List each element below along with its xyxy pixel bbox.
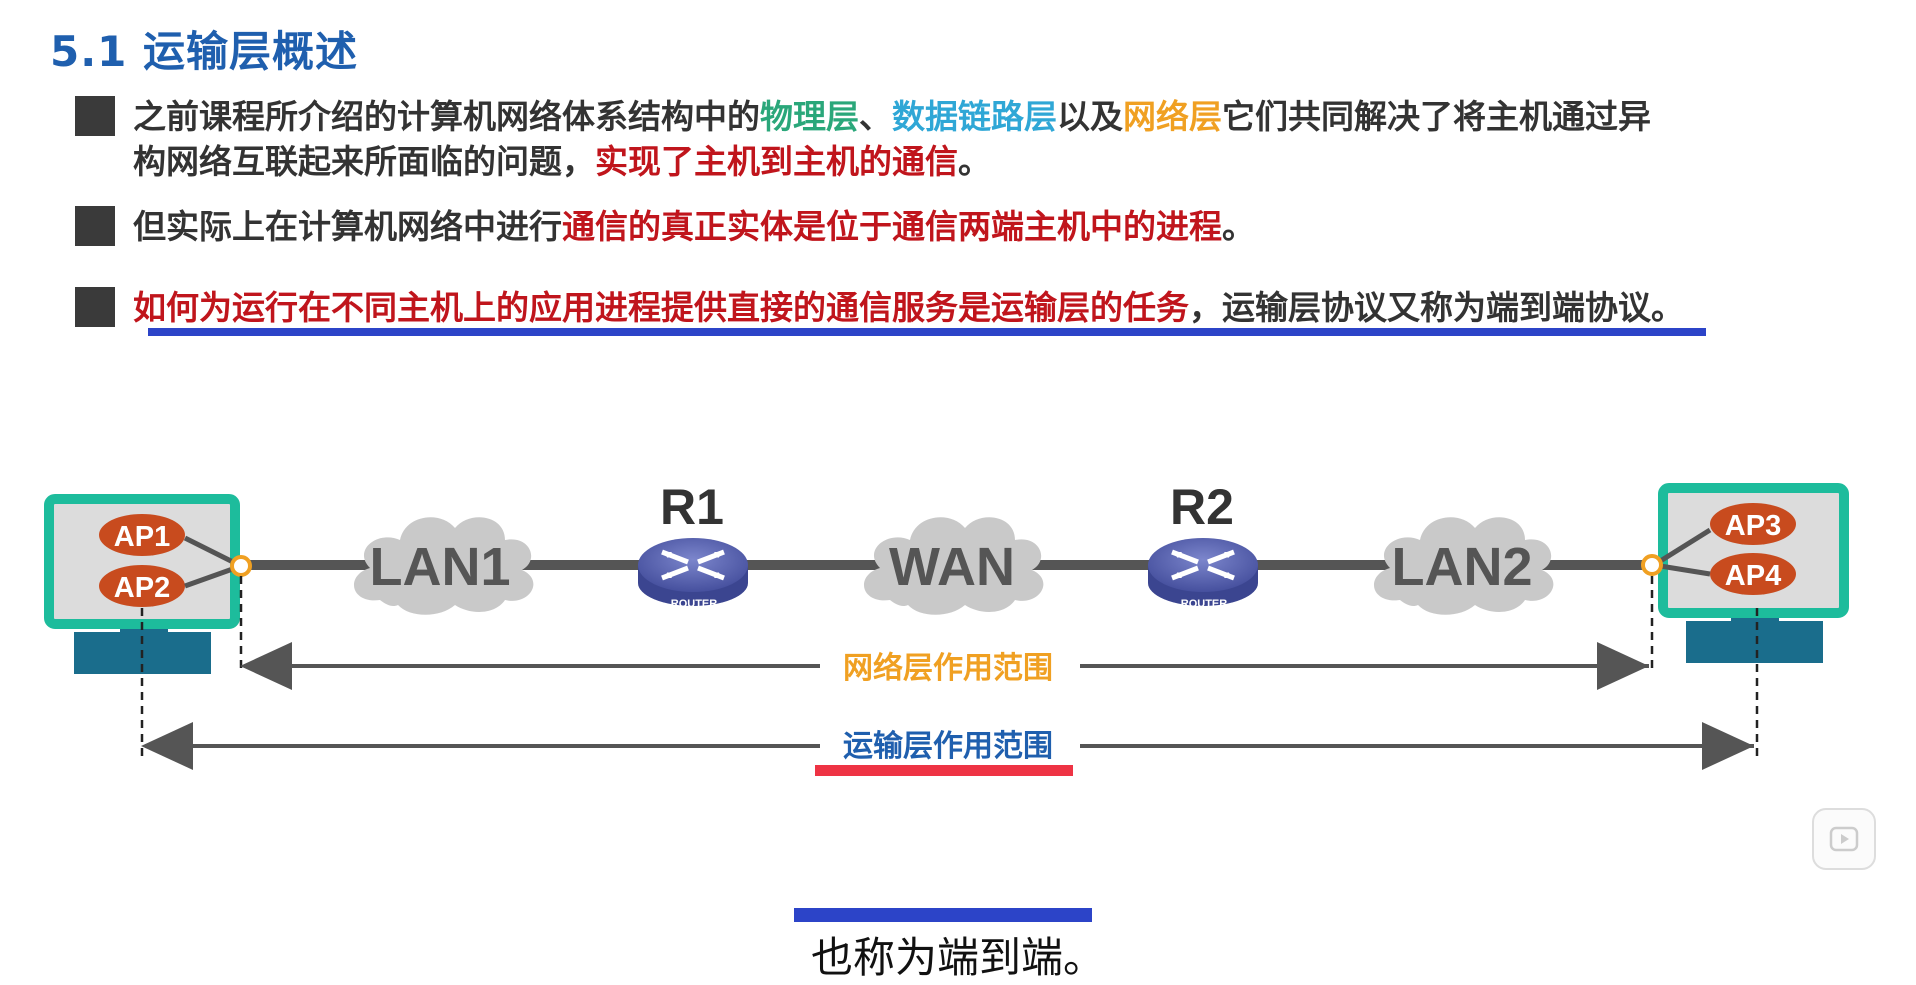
process-ap4: AP4 <box>1710 553 1796 595</box>
network-diagram: AP1 AP2 AP3 AP4 LAN1 WAN LAN2 R1 <box>44 479 1849 776</box>
router-r2-name: R2 <box>1170 479 1234 535</box>
highlight-transport-task: 如何为运行在不同主机上的应用进程提供直接的通信服务是运输层的任务 <box>133 288 1189 327</box>
text-segment: 但实际上在计算机网络中进行 <box>133 207 562 246</box>
play-icon <box>1829 826 1859 852</box>
process-ap1: AP1 <box>99 514 185 556</box>
cloud-icon-lan2: LAN2 <box>1373 517 1554 615</box>
cloud-icon-wan: WAN <box>863 517 1044 615</box>
text-segment: 它们共同解决了将主机通过异 <box>1222 97 1651 136</box>
left-port <box>230 555 252 577</box>
highlight-data-link-layer: 数据链路层 <box>892 97 1057 136</box>
bullet-underline <box>148 328 1706 336</box>
slide-title: 5.1 运输层概述 <box>50 27 359 76</box>
router-icon-r2: R2 ROUTER <box>1148 479 1258 610</box>
process-ap2: AP2 <box>99 565 185 607</box>
right-port <box>1641 554 1663 576</box>
bullet-text-2: 但实际上在计算机网络中进行通信的真正实体是位于通信两端主机中的进程。 <box>133 204 1713 249</box>
router-icon-r1: R1 ROUTER <box>638 479 748 610</box>
highlight-host-to-host: 实现了主机到主机的通信 <box>595 142 958 181</box>
text-segment: 构网络互联起来所面临的问题， <box>133 142 595 181</box>
right-host-computer-icon <box>1658 483 1849 663</box>
text-segment: 之前课程所介绍的计算机网络体系结构中的 <box>133 97 760 136</box>
bullet-marker <box>75 96 115 136</box>
bullet-marker <box>75 206 115 246</box>
text-segment: ，运输层协议又称为端到端协议。 <box>1189 288 1684 327</box>
text-segment: 、 <box>859 97 892 136</box>
network-scope-label: 网络层作用范围 <box>843 651 1053 686</box>
process-ap4-label: AP4 <box>1725 560 1781 592</box>
video-subtitle: 也称为端到端。 <box>810 933 1105 982</box>
text-segment: 以及 <box>1057 97 1123 136</box>
process-ap1-label: AP1 <box>114 521 170 553</box>
cloud-label-wan: WAN <box>889 537 1015 597</box>
subtitle-accent-bar <box>794 908 1092 922</box>
bullet-marker <box>75 287 115 327</box>
process-ap3-label: AP3 <box>1725 510 1781 542</box>
router-r2-caption: ROUTER <box>1181 598 1228 610</box>
cloud-label-lan2: LAN2 <box>1391 537 1532 597</box>
transport-scope-label: 运输层作用范围 <box>843 729 1053 764</box>
text-segment: 。 <box>958 142 991 181</box>
process-ap2-label: AP2 <box>114 572 170 604</box>
bullet-text-3: 如何为运行在不同主机上的应用进程提供直接的通信服务是运输层的任务，运输层协议又称… <box>133 285 1713 330</box>
router-r1-caption: ROUTER <box>671 598 718 610</box>
process-ap3: AP3 <box>1710 503 1796 545</box>
router-r1-name: R1 <box>660 479 724 535</box>
text-segment: 。 <box>1222 207 1255 246</box>
highlight-network-layer: 网络层 <box>1123 97 1222 136</box>
cloud-label-lan1: LAN1 <box>369 537 510 597</box>
highlight-process-entity: 通信的真正实体是位于通信两端主机中的进程 <box>562 207 1222 246</box>
transport-scope-highlight-bar <box>815 765 1073 776</box>
bullet-text-1: 之前课程所介绍的计算机网络体系结构中的物理层、数据链路层以及网络层它们共同解决了… <box>133 94 1713 184</box>
play-button[interactable] <box>1812 808 1876 870</box>
highlight-physical-layer: 物理层 <box>760 97 859 136</box>
cloud-icon-lan1: LAN1 <box>353 517 534 615</box>
